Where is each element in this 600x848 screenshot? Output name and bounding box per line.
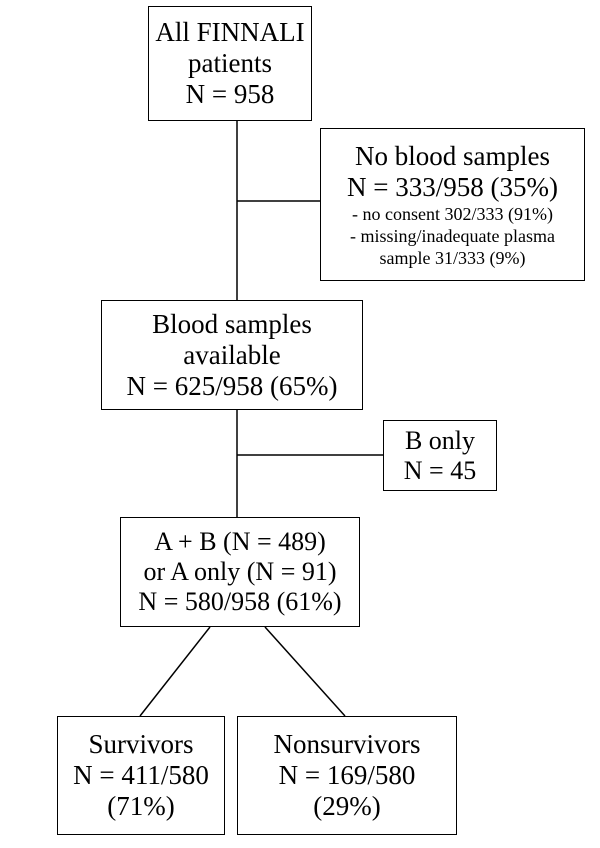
all-patients-line-2: patients [188,48,272,78]
ab-line-1: A + B (N = 489) [154,527,326,556]
no-blood-count: N = 333/958 (35%) [347,171,558,202]
no-blood-detail-2: - missing/inadequate plasma [350,225,555,246]
no-blood-detail-3: sample 31/333 (9%) [379,247,526,268]
b-only-count: N = 45 [403,455,477,485]
box-survivors: Survivors N = 411/580 (71%) [57,716,225,835]
box-nonsurvivors: Nonsurvivors N = 169/580 (29%) [237,716,457,835]
box-a-plus-b: A + B (N = 489) or A only (N = 91) N = 5… [120,517,360,627]
blood-available-line-2: available [183,339,281,370]
survivors-title: Survivors [88,729,194,759]
box-no-blood-samples: No blood samples N = 333/958 (35%) - no … [320,128,585,281]
connector-ab-to-nonsurvivors [264,626,346,717]
nonsurvivors-count: N = 169/580 [278,760,416,790]
no-blood-title: No blood samples [355,140,550,171]
box-blood-samples-available: Blood samples available N = 625/958 (65%… [101,300,363,410]
survivors-count: N = 411/580 [73,760,209,790]
survivors-percent: (71%) [107,791,175,821]
nonsurvivors-percent: (29%) [313,791,381,821]
nonsurvivors-title: Nonsurvivors [273,729,421,759]
box-b-only: B only N = 45 [383,420,497,491]
all-patients-count: N = 958 [185,79,275,109]
blood-available-line-1: Blood samples [152,308,312,339]
blood-available-count: N = 625/958 (65%) [126,370,338,401]
all-patients-line-1: All FINNALI [155,17,305,47]
box-all-patients: All FINNALI patients N = 958 [148,6,312,121]
b-only-title: B only [404,425,476,455]
no-blood-detail-1: - no consent 302/333 (91%) [352,203,553,224]
ab-count: N = 580/958 (61%) [138,587,342,616]
ab-line-2: or A only (N = 91) [143,557,337,586]
connector-ab-to-survivors [139,626,211,717]
